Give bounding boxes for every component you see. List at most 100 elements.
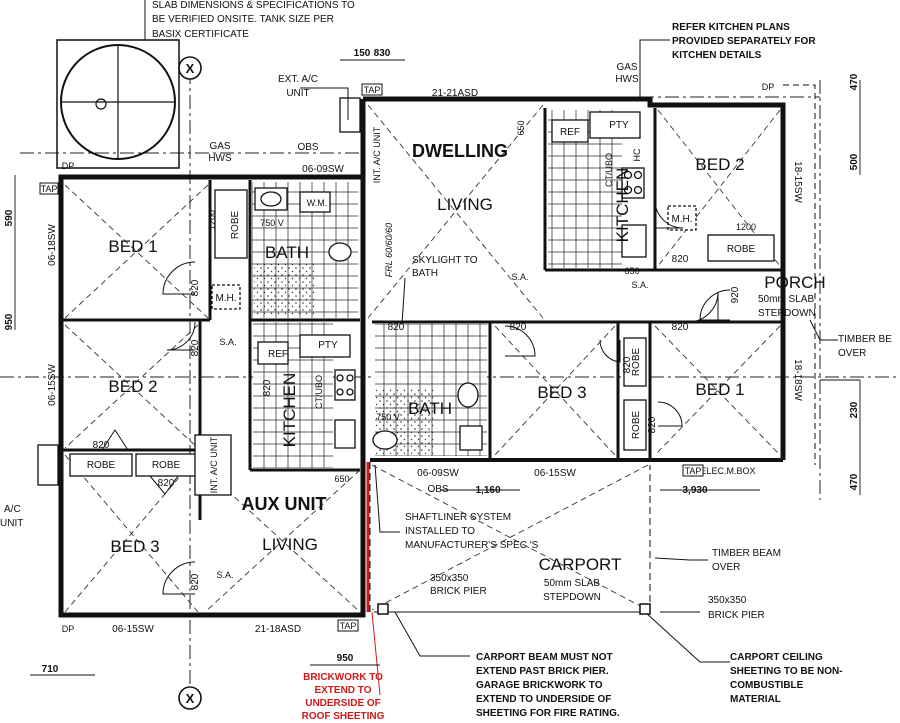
svg-text:SHEETING FOR FIRE RATING.: SHEETING FOR FIRE RATING. [476,708,620,719]
window-code: 21-18ASD [255,624,301,635]
dim-label: 1,160 [475,485,500,496]
note-timber-carport: TIMBER BEAM OVER [712,548,781,573]
manhole-label: M.H. [215,293,236,304]
svg-text:BRICK PIER: BRICK PIER [430,586,487,597]
ref-label: REF [560,127,580,138]
pty-label: PTY [609,120,629,131]
dim-label: 3,930 [682,485,707,496]
smoke-alarm-label: S.A. [631,280,648,290]
bed1-main-label: BED 1 [695,380,744,399]
kitchen-main-label: KITCHEN [613,168,632,243]
dim-label: 820 [510,322,527,333]
note-pier-2: 350x350 BRICK PIER [708,595,765,621]
dim-label: 820 [388,322,405,333]
window-code: 18-15SW [792,161,803,203]
grid-marker-top: X [178,56,202,80]
window-code: 18-18SW [792,359,803,401]
dim-label: 650 [516,120,526,135]
note-kitchen-plans: REFER KITCHEN PLANS PROVIDED SEPARATELY … [672,22,816,61]
smoke-alarm-label: S.A. [216,570,233,580]
note-carport-ceiling: CARPORT CEILING SHEETING TO BE NON- COMB… [730,652,843,705]
svg-text:BRICK PIER: BRICK PIER [708,610,765,621]
svg-text:350x350: 350x350 [430,573,469,584]
svg-text:COMBUSTIBLE: COMBUSTIBLE [730,680,804,691]
water-heater-label: 750 V [376,412,400,422]
svg-text:EXTEND TO: EXTEND TO [314,685,371,696]
dim-label: 820 [262,379,273,396]
int-ac-label: INT. A/C UNIT [372,126,382,183]
svg-text:STEPDOWN: STEPDOWN [543,592,601,603]
dim-label: 950 [337,653,354,664]
svg-text:INSTALLED TO: INSTALLED TO [405,526,475,537]
svg-text:REFER KITCHEN PLANS: REFER KITCHEN PLANS [672,22,790,33]
bed2-aux-label: BED 2 [108,377,157,396]
note-brickwork-red: BRICKWORK TO EXTEND TO UNDERSIDE OF ROOF… [302,672,385,722]
living-main-label: LIVING [437,195,493,214]
robe-label: ROBE [230,211,241,240]
note-pier-1: 350x350 BRICK PIER [430,573,487,597]
svg-text:OVER: OVER [838,348,866,359]
note-shaftliner: SHAFTLINER SYSTEM INSTALLED TO MANUFACTU… [405,512,539,551]
ctubo-label: CT/UBO [604,153,614,187]
brick-pier [639,603,651,615]
dim-label: 500 [849,153,860,170]
window-codes: 21-21ASD 06-09SW 06-18SW 06-15SW 18-15SW… [47,88,803,635]
smoke-alarm-label: S.A. [219,337,236,347]
ctubo-label: CT/UBO [314,375,324,409]
dim-label: 470 [849,73,860,90]
robe-label: ROBE [631,411,642,440]
dim-label: 920 [730,286,741,303]
svg-text:UNDERSIDE OF: UNDERSIDE OF [305,698,381,709]
window-code: 06-18SW [47,224,58,266]
svg-text:MATERIAL: MATERIAL [730,694,781,705]
svg-text:350x350: 350x350 [708,595,747,606]
svg-text:TIMBER BE: TIMBER BE [838,334,892,345]
door-swings [101,199,731,595]
window-code: 06-15SW [47,364,58,406]
dimension-labels: 150 830 470 500 590 950 1200 1200 820 82… [4,48,860,675]
bed3-aux-label: BED 3 [110,537,159,556]
dim-label: 590 [4,209,15,226]
dim-label: 1200 [736,222,756,232]
svg-text:EXTEND TO UNDERSIDE OF: EXTEND TO UNDERSIDE OF [476,694,611,705]
dim-label: 650 [624,266,639,276]
dwelling-title: DWELLING [412,141,508,161]
obs-label: OBS [297,142,318,153]
note-porch-slab: 50mm SLAB STEPDOWN [758,294,816,319]
room-labels: DWELLING LIVING KITCHEN BED 2 PORCH BED … [108,141,825,574]
living-aux-label: LIVING [262,535,318,554]
interior-walls [63,108,783,520]
svg-text:MANUFACTURER'S SPEC.'S: MANUFACTURER'S SPEC.'S [405,540,539,551]
note-gas-left: GAS HWS [208,141,232,164]
note-gas-right: GAS HWS [615,62,639,85]
dim-label: 830 [374,48,391,59]
dim-label: 820 [190,279,201,296]
hc-label: HC [632,148,642,161]
note-skylight: SKYLIGHT TO BATH [412,255,478,279]
dim-label: 820 [190,573,201,590]
obs-label: OBS [427,484,448,495]
svg-text:UNIT: UNIT [0,518,23,529]
dim-label: 950 [4,313,15,330]
note-ac-left: A/C UNIT [0,504,23,529]
dimension-lines [14,59,861,676]
svg-text:GAS: GAS [209,141,230,152]
tap-label: TAP [685,466,702,476]
svg-text:BE VERIFIED ONSITE. TANK SIZE: BE VERIFIED ONSITE. TANK SIZE PER [152,14,334,25]
aux-unit-title: AUX UNIT [242,494,327,514]
note-slab: SLAB DIMENSIONS & SPECIFICATIONS TO BE V… [152,0,355,40]
pty-label: PTY [318,340,338,351]
dim-label: 820 [158,478,175,489]
window-code: 06-15SW [112,624,154,635]
dim-label: 470 [849,473,860,490]
svg-text:SHAFTLINER SYSTEM: SHAFTLINER SYSTEM [405,512,511,523]
bed1-aux-label: BED 1 [108,237,157,256]
svg-text:50mm SLAB: 50mm SLAB [544,578,600,589]
downpipe-label: DP [62,161,75,171]
taps: TAP TAP TAP TAP DP DP DP OBS OBS [39,82,774,634]
grid-marker-label: X [186,61,195,76]
window-code: 06-09SW [302,164,344,175]
window-code: 06-15SW [534,468,576,479]
bed2-main-label: BED 2 [695,155,744,174]
